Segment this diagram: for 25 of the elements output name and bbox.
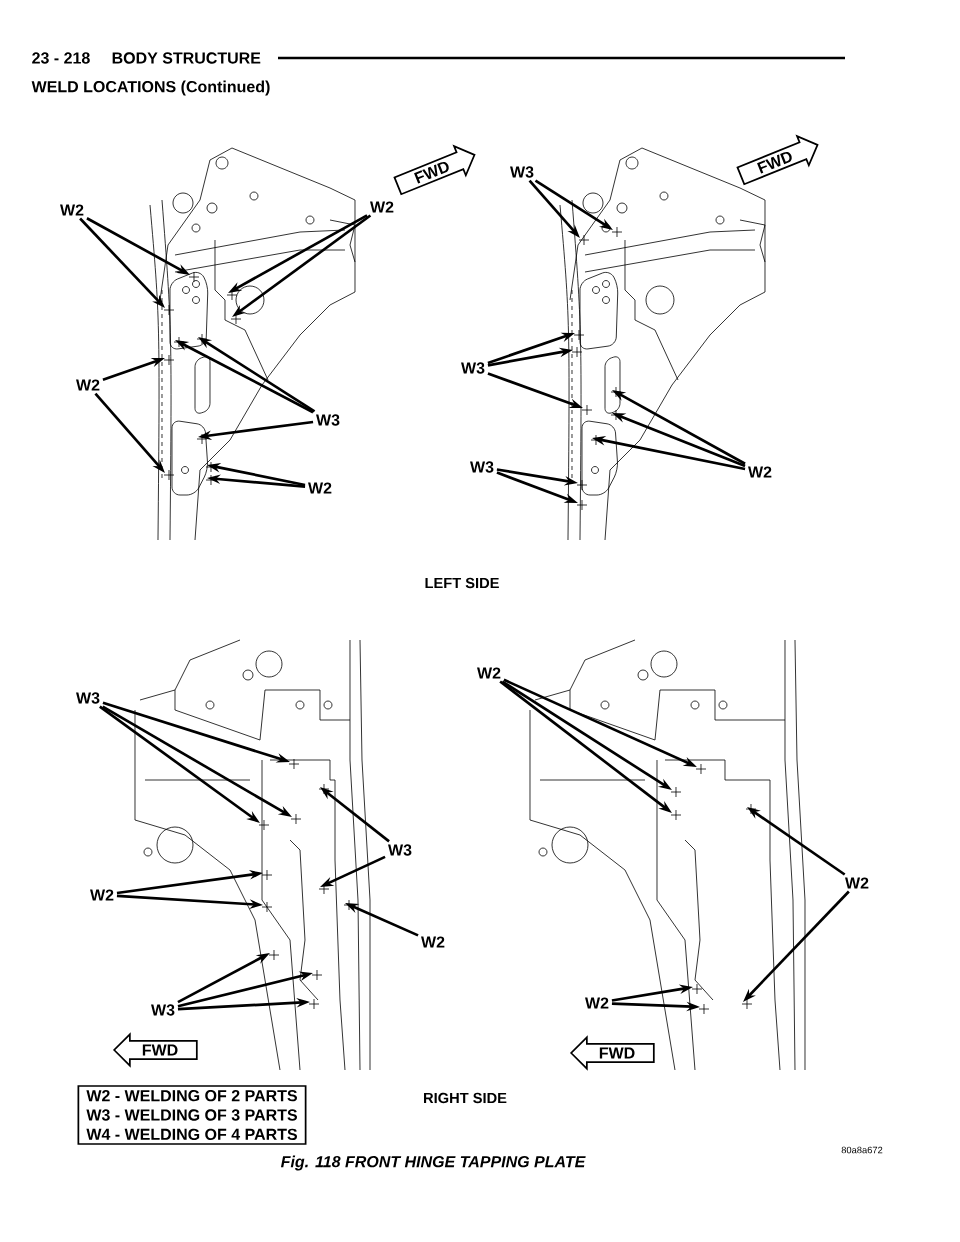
weld-label: W3 (76, 692, 100, 704)
weld-label: W3 (151, 1004, 175, 1016)
weld-label: W3 (510, 166, 534, 178)
figure-code: 80a8a672 (841, 1146, 883, 1154)
weld-label: W3 (461, 362, 485, 374)
weld-label: W2 (477, 667, 501, 679)
legend-box: W2 - WELDING OF 2 PARTS W3 - WELDING OF 3 PARTS W4 - WELDING OF 4 PARTS (77, 1085, 307, 1145)
figure-caption: Fig. 118 FRONT HINGE TAPPING PLATE (280, 1155, 586, 1171)
weld-label: W2 (748, 466, 772, 478)
weld-label: W2 (76, 379, 100, 391)
header-text: BODY STRUCTURE (112, 52, 261, 64)
weld-label: W2 (60, 204, 84, 216)
header-text: 23 - 218 (32, 52, 90, 64)
weld-label: W2 (585, 997, 609, 1009)
weld-label: W2 (90, 889, 114, 901)
weld-label: W2 (421, 936, 445, 948)
weld-label: W3 (470, 461, 494, 473)
weld-label: W2 (308, 482, 332, 494)
weld-label: W3 (388, 844, 412, 856)
weld-label: W2 (370, 201, 394, 213)
view-title: LEFT SIDE (425, 577, 499, 589)
header-text: WELD LOCATIONS (Continued) (31, 80, 270, 96)
weld-label: W2 (845, 877, 869, 889)
view-title: RIGHT SIDE (424, 1092, 507, 1104)
weld-label: W3 (316, 414, 340, 426)
